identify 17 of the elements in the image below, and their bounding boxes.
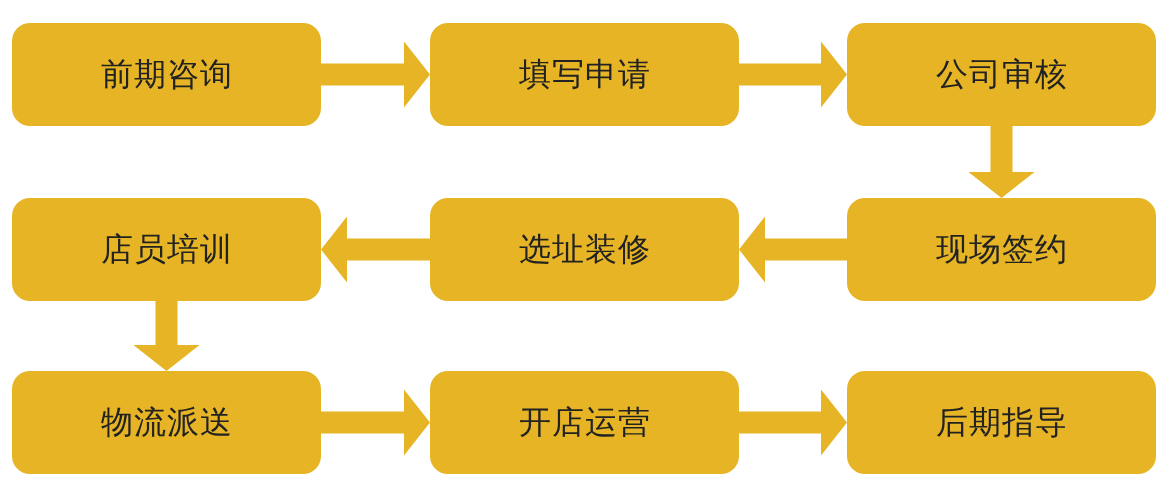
process-box: 现场签约 xyxy=(847,198,1156,301)
process-box: 店员培训 xyxy=(12,198,321,301)
block-arrow xyxy=(321,216,430,283)
process-box: 公司审核 xyxy=(847,23,1156,126)
block-arrow xyxy=(321,389,430,456)
block-arrow xyxy=(739,216,847,283)
process-box: 选址装修 xyxy=(430,198,739,301)
process-box: 后期指导 xyxy=(847,371,1156,474)
process-box: 前期咨询 xyxy=(12,23,321,126)
block-arrow xyxy=(133,301,200,371)
block-arrow xyxy=(739,41,847,108)
block-arrow xyxy=(968,126,1035,198)
block-arrow xyxy=(321,41,430,108)
process-box: 开店运营 xyxy=(430,371,739,474)
process-box: 填写申请 xyxy=(430,23,739,126)
process-box: 物流派送 xyxy=(12,371,321,474)
block-arrow xyxy=(739,389,847,456)
